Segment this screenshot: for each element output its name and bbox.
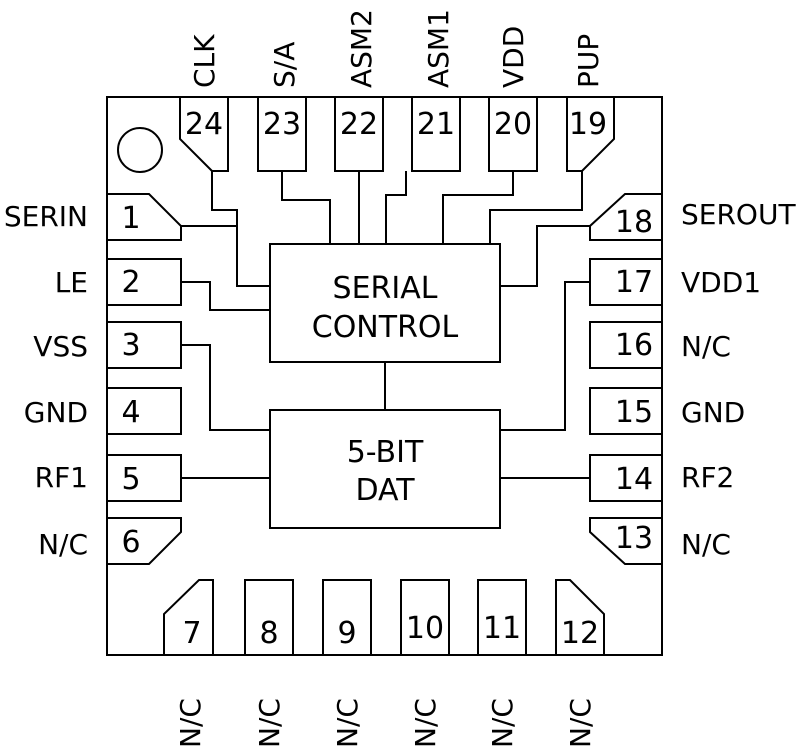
pin-12-number: 12 xyxy=(561,616,599,651)
pin-6-number: 6 xyxy=(121,525,140,560)
pin-20-name: VDD xyxy=(497,26,530,88)
pin-1-number: 1 xyxy=(121,201,140,236)
pin-23-name: S/A xyxy=(268,42,301,88)
pin-10-number: 10 xyxy=(406,611,444,646)
pin-17-number: 17 xyxy=(615,265,653,300)
pin-6-pad xyxy=(106,517,182,565)
wire-pup xyxy=(489,171,583,244)
pin-4-name: GND xyxy=(24,396,88,429)
pin-5-pad xyxy=(106,454,182,502)
wire-le xyxy=(181,281,270,311)
pin-9-pad xyxy=(322,579,372,656)
pin-14-name: RF2 xyxy=(681,461,734,494)
pin-8-name: N/C xyxy=(253,698,286,748)
pin-20-number: 20 xyxy=(494,107,532,142)
pin-5-number: 5 xyxy=(121,462,140,497)
wire-asm1 xyxy=(385,171,407,244)
wire-serout xyxy=(500,225,590,287)
pin-24-number: 24 xyxy=(185,107,223,142)
wire-clk xyxy=(211,171,270,287)
pin-15-number: 15 xyxy=(615,395,653,430)
pin-2-pad xyxy=(106,258,182,306)
pin-19-name: PUP xyxy=(572,34,605,88)
wire-s-a xyxy=(281,171,331,244)
pin-10-name: N/C xyxy=(409,698,442,748)
wire-vdd xyxy=(442,171,514,244)
pin-4-number: 4 xyxy=(121,395,140,430)
wire-vdd1 xyxy=(500,281,590,431)
pin-17-name: VDD1 xyxy=(681,266,761,299)
pin-13-pad xyxy=(589,517,663,565)
pin-22-number: 22 xyxy=(340,107,378,142)
pin-9-number: 9 xyxy=(337,616,356,651)
pin-13-name: N/C xyxy=(681,528,731,561)
pin-11-name: N/C xyxy=(486,698,519,748)
pin-18-name: SEROUT xyxy=(681,198,796,231)
pin-15-name: GND xyxy=(681,396,745,429)
pin-7-name: N/C xyxy=(174,698,207,748)
pin-12-pad xyxy=(555,579,605,656)
pin-13-number: 13 xyxy=(615,521,653,556)
dat-label-1: 5-BIT xyxy=(347,435,424,470)
pin-10-pad xyxy=(400,579,450,656)
pin-19-number: 19 xyxy=(569,107,607,142)
pin1-marker xyxy=(117,127,163,173)
pin-6-name: N/C xyxy=(38,528,88,561)
pin-21-name: ASM1 xyxy=(422,9,455,88)
pin-22-name: ASM2 xyxy=(345,9,378,88)
pin-16-name: N/C xyxy=(681,330,731,363)
pin-7-number: 7 xyxy=(182,616,201,651)
pin-23-number: 23 xyxy=(263,107,301,142)
pin-2-name: LE xyxy=(55,266,88,299)
package-outline xyxy=(106,96,663,656)
pin-18-pad xyxy=(589,193,663,241)
pin-16-pad xyxy=(589,321,663,369)
pin-16-number: 16 xyxy=(615,328,653,363)
pin-11-number: 11 xyxy=(483,611,521,646)
pin-11-pad xyxy=(477,579,527,656)
pin-24-name: CLK xyxy=(188,34,221,88)
wire-serin xyxy=(181,225,238,286)
pin-5-name: RF1 xyxy=(35,461,88,494)
pin-8-number: 8 xyxy=(259,616,278,651)
pin-8-pad xyxy=(244,579,294,656)
pin-1-name: SERIN xyxy=(4,200,88,233)
pin-15-pad xyxy=(589,387,663,435)
dat-label-2: DAT xyxy=(355,473,415,508)
serial-control-label-2: CONTROL xyxy=(312,310,459,345)
wire-vss xyxy=(181,344,270,431)
pin-12-name: N/C xyxy=(564,698,597,748)
pin-24-pad xyxy=(179,96,229,172)
pin-14-number: 14 xyxy=(615,462,653,497)
pin-4-pad xyxy=(106,387,182,435)
serial-control-label-1: SERIAL xyxy=(333,271,438,306)
pin-3-pad xyxy=(106,321,182,369)
pin-3-number: 3 xyxy=(121,328,140,363)
pin-21-number: 21 xyxy=(417,107,455,142)
pin-18-number: 18 xyxy=(615,205,653,240)
pin-19-pad xyxy=(566,96,615,172)
pin-2-number: 2 xyxy=(121,265,140,300)
pin-9-name: N/C xyxy=(331,698,364,748)
pin-1-pad xyxy=(106,193,182,241)
pin-7-pad xyxy=(163,579,214,656)
pin-3-name: VSS xyxy=(33,330,88,363)
wiring xyxy=(181,171,590,479)
pin-21-pad xyxy=(411,96,461,172)
